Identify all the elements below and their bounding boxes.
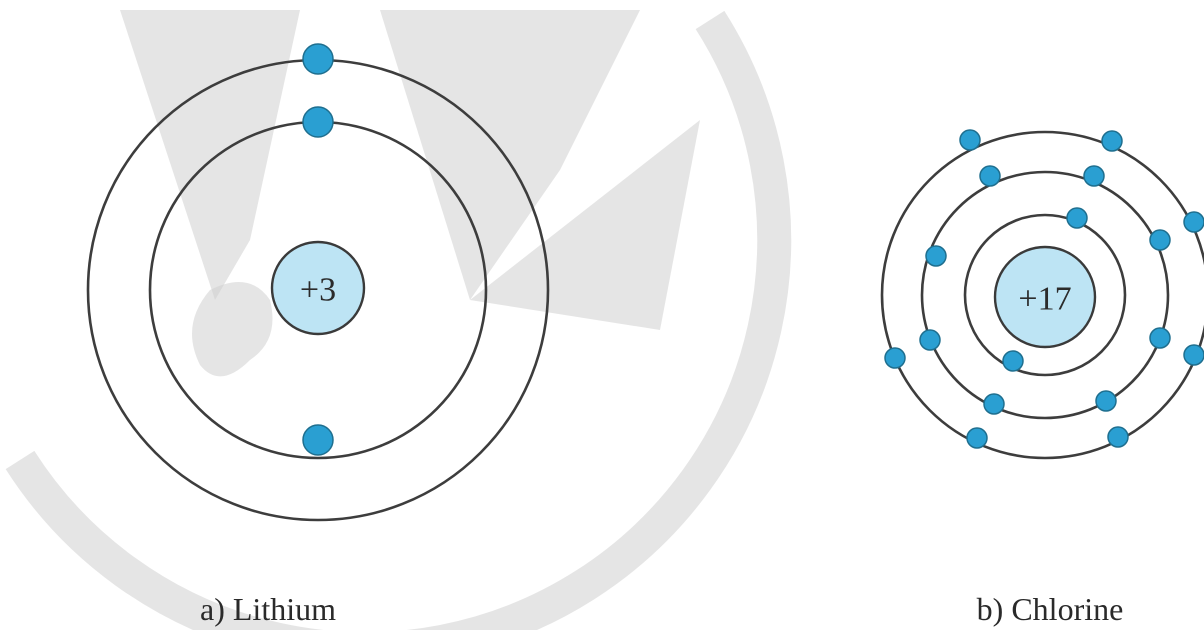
chlorine-atom: +17 b) Chlorine: [882, 130, 1204, 627]
chlorine-nucleus-label: +17: [1018, 281, 1071, 318]
watermark-blob: [192, 282, 273, 376]
chlorine-electron: [1184, 212, 1204, 232]
chlorine-caption: b) Chlorine: [977, 591, 1124, 627]
watermark-ring: [20, 20, 774, 630]
chlorine-electron: [1184, 345, 1204, 365]
lithium-caption: a) Lithium: [200, 591, 336, 627]
chlorine-electron: [1150, 230, 1170, 250]
chlorine-electron: [920, 330, 940, 350]
chlorine-electron: [1102, 131, 1122, 151]
chlorine-electron: [1084, 166, 1104, 186]
chlorine-electron: [1003, 351, 1023, 371]
chlorine-electron: [960, 130, 980, 150]
chlorine-electron: [984, 394, 1004, 414]
chlorine-electron: [1150, 328, 1170, 348]
lithium-electron-inner-bottom: [303, 425, 333, 455]
lithium-nucleus-label: +3: [300, 272, 336, 309]
lithium-electron-inner-top: [303, 107, 333, 137]
chlorine-electron: [1108, 427, 1128, 447]
chlorine-electron: [1067, 208, 1087, 228]
chlorine-electron: [967, 428, 987, 448]
watermark-logo: [20, 10, 774, 630]
watermark-shard-left: [120, 10, 300, 300]
chlorine-electron: [926, 246, 946, 266]
lithium-electron-outer: [303, 44, 333, 74]
chlorine-electron: [980, 166, 1000, 186]
chlorine-electron: [1096, 391, 1116, 411]
chlorine-electron: [885, 348, 905, 368]
